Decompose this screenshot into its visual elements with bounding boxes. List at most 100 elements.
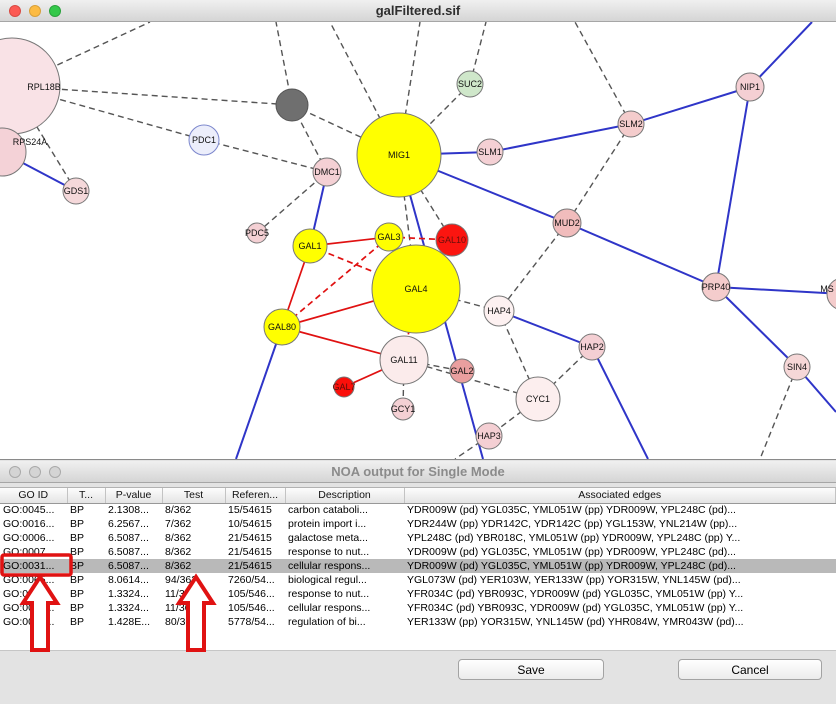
- table-cell[interactable]: 15/54615: [228, 504, 272, 517]
- node-hap3[interactable]: [475, 422, 503, 450]
- table-cell[interactable]: response to nut...: [288, 546, 370, 558]
- node-rps24a[interactable]: [0, 127, 27, 177]
- table-cell[interactable]: 94/362: [165, 574, 198, 586]
- node-gal1[interactable]: [292, 228, 328, 264]
- node-msn[interactable]: [826, 278, 836, 310]
- table-cell[interactable]: 5778/54...: [228, 616, 275, 628]
- table-cell[interactable]: BP: [70, 602, 85, 614]
- table-cell[interactable]: protein import i...: [288, 518, 367, 530]
- table-cell[interactable]: YPL248C (pd) YBR018C, YML051W (pp) YDR00…: [407, 532, 741, 544]
- table-cell[interactable]: GO:0031...: [3, 602, 55, 614]
- table-cell[interactable]: 7/362: [165, 518, 192, 530]
- table-row[interactable]: GO:0031... BP 1.3324... 11/362 105/546... cel…: [0, 601, 836, 615]
- table-cell[interactable]: 21/54615: [228, 532, 272, 544]
- table-cell[interactable]: GO:0007...: [3, 546, 55, 558]
- table-cell[interactable]: YFR034C (pd) YBR093C, YDR009W (pd) YGL03…: [407, 602, 744, 614]
- column-header[interactable]: P-value: [105, 488, 163, 504]
- node-gds1[interactable]: [62, 177, 90, 205]
- table-cell[interactable]: cellular respons...: [285, 559, 404, 573]
- table-cell[interactable]: 105/546...: [228, 588, 275, 600]
- table-cell[interactable]: BP: [67, 559, 105, 573]
- node-nip1[interactable]: [735, 72, 765, 102]
- table-cell[interactable]: cellular respons...: [288, 602, 371, 614]
- table-cell[interactable]: YDR009W (pd) YGL035C, YML051W (pp) YDR00…: [407, 504, 736, 517]
- table-cell[interactable]: 6.5087...: [108, 546, 149, 558]
- table-cell[interactable]: GO:0006...: [3, 532, 55, 544]
- table-cell[interactable]: BP: [70, 616, 85, 628]
- table-cell[interactable]: 80/362: [165, 616, 198, 628]
- noa-window-titlebar[interactable]: NOA output for Single Mode: [0, 461, 836, 483]
- zoom-button[interactable]: [49, 5, 61, 17]
- column-header[interactable]: Description: [285, 488, 405, 504]
- table-cell[interactable]: 11/362: [165, 588, 197, 600]
- table-cell[interactable]: biological regul...: [288, 574, 367, 586]
- column-header[interactable]: GO ID: [0, 488, 68, 504]
- table-cell[interactable]: 2.1308...: [108, 504, 149, 517]
- table-cell[interactable]: 6.2567...: [108, 518, 149, 530]
- node-gal3[interactable]: [374, 222, 404, 252]
- node-gal80[interactable]: [263, 308, 301, 346]
- table-cell[interactable]: YGL073W (pd) YER103W, YER133W (pp) YOR31…: [407, 574, 741, 586]
- node-gray[interactable]: [275, 88, 309, 122]
- table-cell[interactable]: 1.428E...: [108, 616, 151, 628]
- table-row[interactable]: GO:0006... BP 6.5087... 8/362 21/54615 galact…: [0, 531, 836, 545]
- table-cell[interactable]: carbon cataboli...: [288, 504, 368, 517]
- table-cell[interactable]: 8/362: [165, 532, 192, 544]
- node-pdc1[interactable]: [188, 124, 220, 156]
- close-button-inactive[interactable]: [9, 466, 21, 478]
- table-cell[interactable]: GO:0065...: [3, 574, 55, 586]
- zoom-button-inactive[interactable]: [49, 466, 61, 478]
- node-gal7[interactable]: [333, 376, 355, 398]
- table-cell[interactable]: 8/362: [165, 504, 192, 517]
- table-cell[interactable]: 21/54615: [228, 546, 272, 558]
- table-cell[interactable]: response to nut...: [288, 588, 370, 600]
- column-header[interactable]: Associated edges: [404, 488, 836, 504]
- table-cell[interactable]: GO:0031...: [0, 559, 67, 573]
- table-cell[interactable]: YER133W (pp) YOR315W, YNL145W (pd) YHR08…: [407, 616, 744, 628]
- table-row[interactable]: GO:0016... BP 6.2567... 7/362 10/54615 protei…: [0, 517, 836, 531]
- table-cell[interactable]: BP: [70, 532, 85, 544]
- table-cell[interactable]: 7260/54...: [228, 574, 275, 586]
- node-slm2[interactable]: [617, 110, 645, 138]
- table-cell[interactable]: 6.5087...: [108, 532, 149, 544]
- node-gcy1[interactable]: [391, 397, 415, 421]
- table-cell[interactable]: galactose meta...: [288, 532, 368, 544]
- node-pdc5[interactable]: [246, 222, 268, 244]
- node-gal2[interactable]: [449, 358, 475, 384]
- table-row[interactable]: GO:0050... BP 1.428E... 80/362 5778/54... reg…: [0, 615, 836, 629]
- table-cell[interactable]: 105/546...: [228, 602, 275, 614]
- table-cell[interactable]: 10/54615: [228, 518, 272, 530]
- node-hap2[interactable]: [578, 333, 606, 361]
- table-cell[interactable]: BP: [70, 518, 85, 530]
- table-cell[interactable]: GO:0016...: [3, 518, 55, 530]
- node-prp40[interactable]: [701, 272, 731, 302]
- column-header[interactable]: Referen...: [225, 488, 286, 504]
- table-cell[interactable]: 8/362: [162, 559, 225, 573]
- node-hap4[interactable]: [483, 295, 515, 327]
- minimize-button[interactable]: [29, 5, 41, 17]
- table-cell[interactable]: 1.3324...: [108, 588, 149, 600]
- table-cell[interactable]: 11/362: [165, 602, 197, 614]
- table-cell[interactable]: 1.3324...: [108, 602, 149, 614]
- table-cell[interactable]: YDR009W (pd) YGL035C, YML051W (pp) YDR00…: [404, 559, 836, 573]
- table-cell[interactable]: 8/362: [165, 546, 192, 558]
- graph-window-titlebar[interactable]: galFiltered.sif: [0, 0, 836, 22]
- table-cell[interactable]: YDR009W (pd) YGL035C, YML051W (pp) YDR00…: [407, 546, 736, 558]
- table-cell[interactable]: 21/54615: [225, 559, 285, 573]
- node-mig1[interactable]: [356, 112, 442, 198]
- table-cell[interactable]: YDR244W (pp) YDR142C, YDR142C (pp) YGL15…: [407, 518, 738, 530]
- node-sin4[interactable]: [783, 353, 811, 381]
- node-slm1[interactable]: [476, 138, 504, 166]
- minimize-button-inactive[interactable]: [29, 466, 41, 478]
- table-cell[interactable]: regulation of bi...: [288, 616, 366, 628]
- column-header[interactable]: T...: [67, 488, 106, 504]
- table-cell[interactable]: GO:0050...: [3, 616, 55, 628]
- node-gal4[interactable]: [371, 244, 461, 334]
- node-gal10[interactable]: [435, 223, 469, 257]
